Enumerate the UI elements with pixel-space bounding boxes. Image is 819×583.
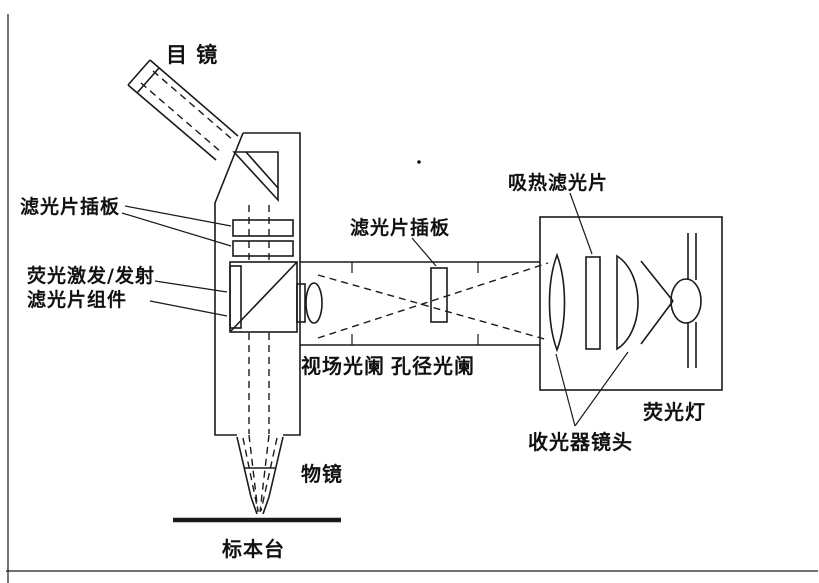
prism-inner-line	[245, 151, 279, 189]
beam-cross-ray-2	[317, 262, 549, 339]
eyepiece-tube	[127, 59, 239, 161]
leader-filter-slide-left-2	[121, 212, 232, 247]
heat-absorbing-filter	[585, 256, 601, 350]
stray-dot	[417, 160, 421, 164]
beam-objective-converge-1	[248, 434, 259, 513]
page-edge-lines	[6, 14, 818, 583]
label-stage: 标本台	[222, 537, 285, 561]
label-fluor-filter-line2: 滤光片组件	[27, 288, 127, 311]
cube-lens	[305, 282, 323, 324]
leader-lines	[121, 160, 629, 427]
microscope-body	[214, 132, 301, 436]
labels: 目 镜 滤光片插板 荧光激发/发射 滤光片组件 滤光片插板 吸热滤光片 视场光阑…	[20, 43, 706, 561]
objective-tip-right	[262, 496, 270, 515]
beam-cross-ray-1	[317, 274, 549, 341]
leader-collector-1	[555, 353, 576, 427]
filter-slot-upper	[232, 219, 294, 237]
emission-filter	[296, 283, 306, 323]
leader-fluor-cube-1	[154, 280, 228, 293]
eyepiece-tube-lower-edge	[127, 84, 217, 161]
objective-side-left	[236, 436, 252, 498]
fluorescence-filter-cube	[229, 261, 323, 333]
label-eyepiece: 目 镜	[166, 43, 218, 67]
objective-tip-left	[250, 496, 258, 515]
lamp-bulb	[670, 278, 702, 324]
objective-side-right	[268, 436, 284, 498]
leader-fluor-cube-2	[149, 300, 228, 317]
lamp-house	[539, 216, 723, 391]
label-aperture-stop: 孔径光阑	[391, 354, 475, 378]
label-collector-lens: 收光器镜头	[528, 430, 633, 454]
eyepiece-end-cap	[127, 59, 151, 86]
prism	[232, 151, 279, 203]
beam-objective-converge-2	[259, 434, 270, 513]
excitation-filter	[229, 265, 242, 329]
label-lamp: 荧光灯	[643, 400, 706, 424]
dichroic-mirror	[229, 261, 298, 333]
leader-heat-filter	[569, 192, 593, 255]
illumination-tube	[300, 261, 549, 346]
leader-filter-slide-left-1	[124, 205, 232, 227]
mid-filter-slide	[430, 267, 448, 323]
label-filter-slide-left: 滤光片插板	[20, 195, 120, 218]
filter-slot-lower	[232, 240, 294, 257]
lamp-converge-ray-top	[640, 260, 674, 302]
eyepiece-ray-2	[140, 82, 222, 153]
lamp-converge-ray-bottom	[640, 300, 674, 345]
vertical-beam-path	[242, 205, 278, 513]
label-filter-slide-mid: 滤光片插板	[350, 216, 450, 239]
label-field-stop: 视场光阑	[301, 354, 385, 378]
label-objective: 物镜	[301, 462, 343, 486]
label-fluor-filter-line1: 荧光激发/发射	[27, 264, 155, 287]
eyepiece-ray-1	[152, 70, 234, 141]
collector-lens-2	[616, 254, 639, 351]
lamp-house-outline	[539, 216, 723, 391]
objective-lens	[236, 436, 284, 515]
collector-lens-1	[548, 252, 566, 353]
leader-filter-slide-mid	[411, 237, 437, 267]
beam-objective-inner-2	[260, 437, 278, 512]
leader-collector-2	[574, 351, 629, 427]
eyepiece-tube-upper-edge	[149, 59, 239, 137]
beam-objective-inner-1	[242, 437, 259, 512]
label-heat-filter: 吸热滤光片	[508, 171, 608, 194]
